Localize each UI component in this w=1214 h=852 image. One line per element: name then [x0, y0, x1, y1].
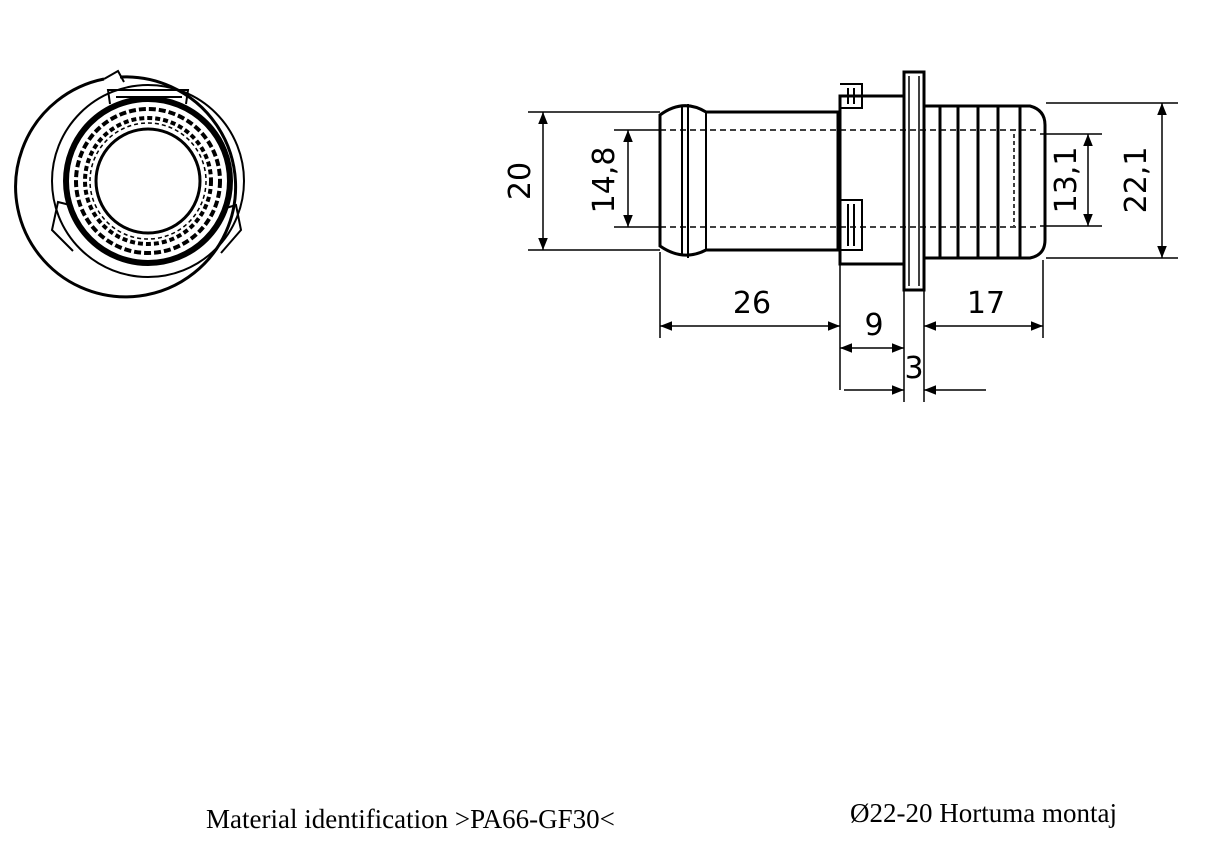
barb-ribs [938, 106, 1022, 258]
flange [902, 70, 926, 292]
dimension-lines [528, 102, 1178, 402]
left-spigot-outline [658, 104, 840, 257]
end-view-rib-ring [83, 116, 213, 246]
dim-label-17: 17 [967, 286, 1005, 321]
dim-label-d20: 20 [503, 162, 538, 200]
material-identification: Material identification >PA66-GF30< [206, 804, 615, 834]
dimension-labels: 20 14,8 13,1 22,1 26 9 3 17 [503, 147, 1154, 386]
bottom-clip [840, 199, 863, 251]
dim-label-3: 3 [904, 351, 923, 386]
end-view-right-clip [220, 203, 243, 254]
top-clip [840, 83, 863, 109]
end-view-notch [103, 69, 125, 83]
dim-label-9: 9 [864, 308, 883, 343]
drawing-title: Ø22-20 Hortuma montaj [850, 798, 1117, 828]
end-view [14, 69, 245, 299]
end-view-bore [94, 127, 202, 235]
barb-outline [922, 104, 1047, 260]
end-view-rib-ring [63, 96, 233, 266]
collar-outline [838, 94, 906, 266]
side-view [658, 70, 1047, 292]
end-view-hidden-ring [89, 122, 207, 240]
end-view-rib-ring [74, 107, 222, 255]
dim-label-d14-8: 14,8 [587, 147, 622, 214]
dim-label-d22-1: 22,1 [1119, 147, 1154, 214]
end-view-left-clip [50, 200, 74, 252]
end-view-top-clip [106, 89, 190, 105]
end-view-outer-ring [14, 75, 238, 299]
end-view-flange-ring [51, 84, 245, 278]
dim-label-26: 26 [733, 286, 771, 321]
dim-label-d13-1: 13,1 [1049, 147, 1084, 214]
